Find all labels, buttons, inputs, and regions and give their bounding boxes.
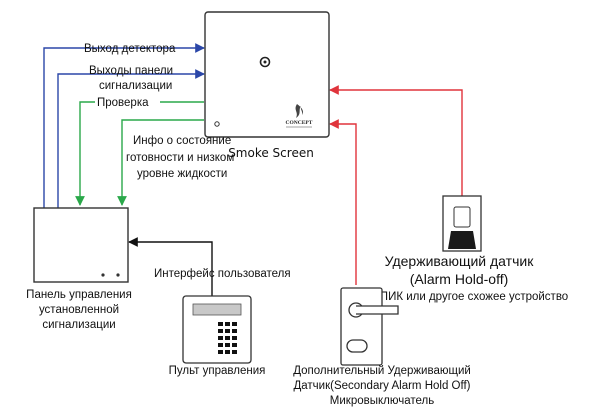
holdoff-label-1: Удерживающий датчик	[385, 253, 535, 269]
holdoff-pir-sensor	[442, 195, 482, 252]
holdoff-label-2: (Alarm Hold-off)	[410, 271, 509, 287]
keypad-display	[192, 303, 242, 316]
door-lock-icon	[346, 339, 368, 353]
concept-flame-icon	[295, 104, 304, 118]
pir-lens-icon	[448, 231, 476, 249]
info-label-3: уровне жидкости	[137, 168, 227, 180]
holdoff-sensor-line	[329, 85, 463, 196]
panel-led-icon	[101, 273, 105, 277]
panel-outputs-line	[57, 69, 205, 208]
secondary-holdoff-label-2: Датчик(Secondary Alarm Hold Off)	[293, 380, 470, 392]
secondary-holdoff-line	[329, 119, 357, 285]
smoke-nozzle-icon	[259, 56, 271, 68]
info-line	[117, 119, 204, 206]
smoke-screen-unit: CONCEPT	[204, 11, 330, 138]
alarm-panel-label-3: сигнализации	[42, 319, 115, 331]
holdoff-label-3: ПИК или другое схожее устройство	[380, 291, 568, 303]
alarm-panel-label-1: Панель управления	[26, 289, 132, 301]
secondary-holdoff-label-1: Дополнительный Удерживающий	[293, 365, 471, 377]
alarm-panel-label-2: установленной	[39, 304, 119, 316]
detector-output-label: Выход детектора	[84, 43, 176, 55]
alarm-control-panel	[33, 207, 129, 283]
user-interface-label: Интерфейс пользователя	[154, 268, 291, 280]
check-label: Проверка	[97, 97, 149, 109]
smoke-screen-title: Smoke Screen	[228, 146, 314, 160]
secondary-holdoff-label-3: Микровыключатель	[330, 395, 434, 407]
check-line-branch	[75, 101, 95, 206]
panel-outputs-label-2: сигнализации	[99, 80, 172, 92]
user-interface-line	[128, 237, 213, 296]
keypad-device	[182, 295, 252, 364]
keypad-keys-icon	[218, 322, 237, 354]
keypad-label: Пульт управления	[169, 365, 266, 377]
smoke-screen-brand: CONCEPT	[286, 120, 313, 126]
status-led-icon	[214, 121, 220, 127]
panel-outputs-label-1: Выходы панели	[89, 65, 173, 77]
door-handle-lever-icon	[356, 305, 399, 315]
detector-output-line	[43, 43, 205, 208]
door-microswitch-device	[340, 287, 399, 366]
panel-led-icon-2	[116, 273, 120, 277]
info-label-1: Инфо о состояние	[133, 135, 231, 147]
info-label-2: готовности и низком	[126, 152, 234, 164]
